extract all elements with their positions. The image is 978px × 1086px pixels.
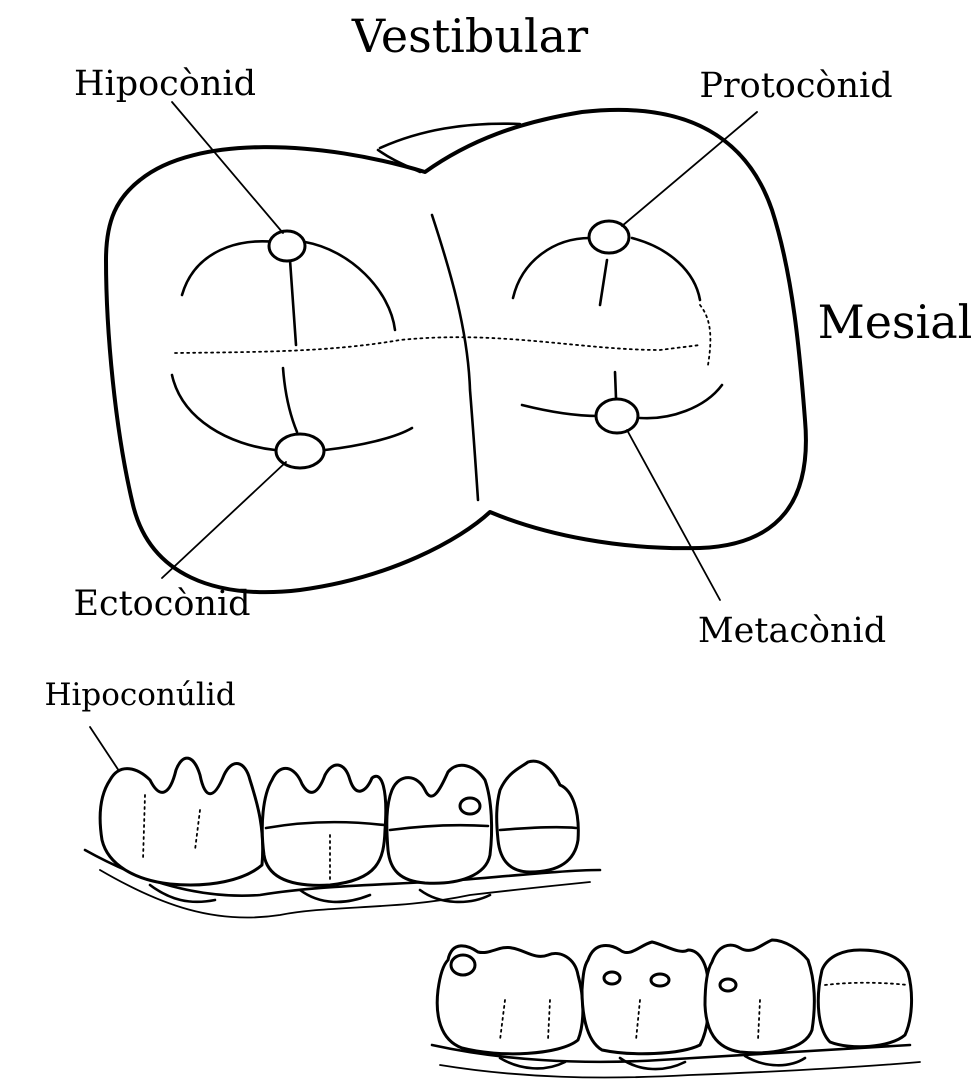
mesial-label: Mesial (818, 295, 973, 349)
jaw-row-lower (432, 940, 920, 1078)
central-groove (432, 215, 478, 500)
metaconid-cusp (596, 399, 638, 433)
vestibular-label: Vestibular (351, 9, 588, 63)
molar-occlusal-outline (106, 110, 806, 592)
protoconid-label: Protocònid (699, 66, 892, 106)
metaconid-label: Metacònid (698, 611, 886, 651)
distal-ridges (172, 241, 412, 450)
jaw-row-upper (85, 758, 600, 917)
mesial-ridges (513, 238, 722, 418)
ectoconid-cusp (276, 434, 324, 468)
hipoconid-label: Hipocònid (74, 64, 256, 104)
occlusal-dotted-line (175, 305, 710, 365)
hipoconulid-label: Hipoconúlid (44, 677, 235, 713)
hipoconid-cusp (269, 231, 305, 261)
